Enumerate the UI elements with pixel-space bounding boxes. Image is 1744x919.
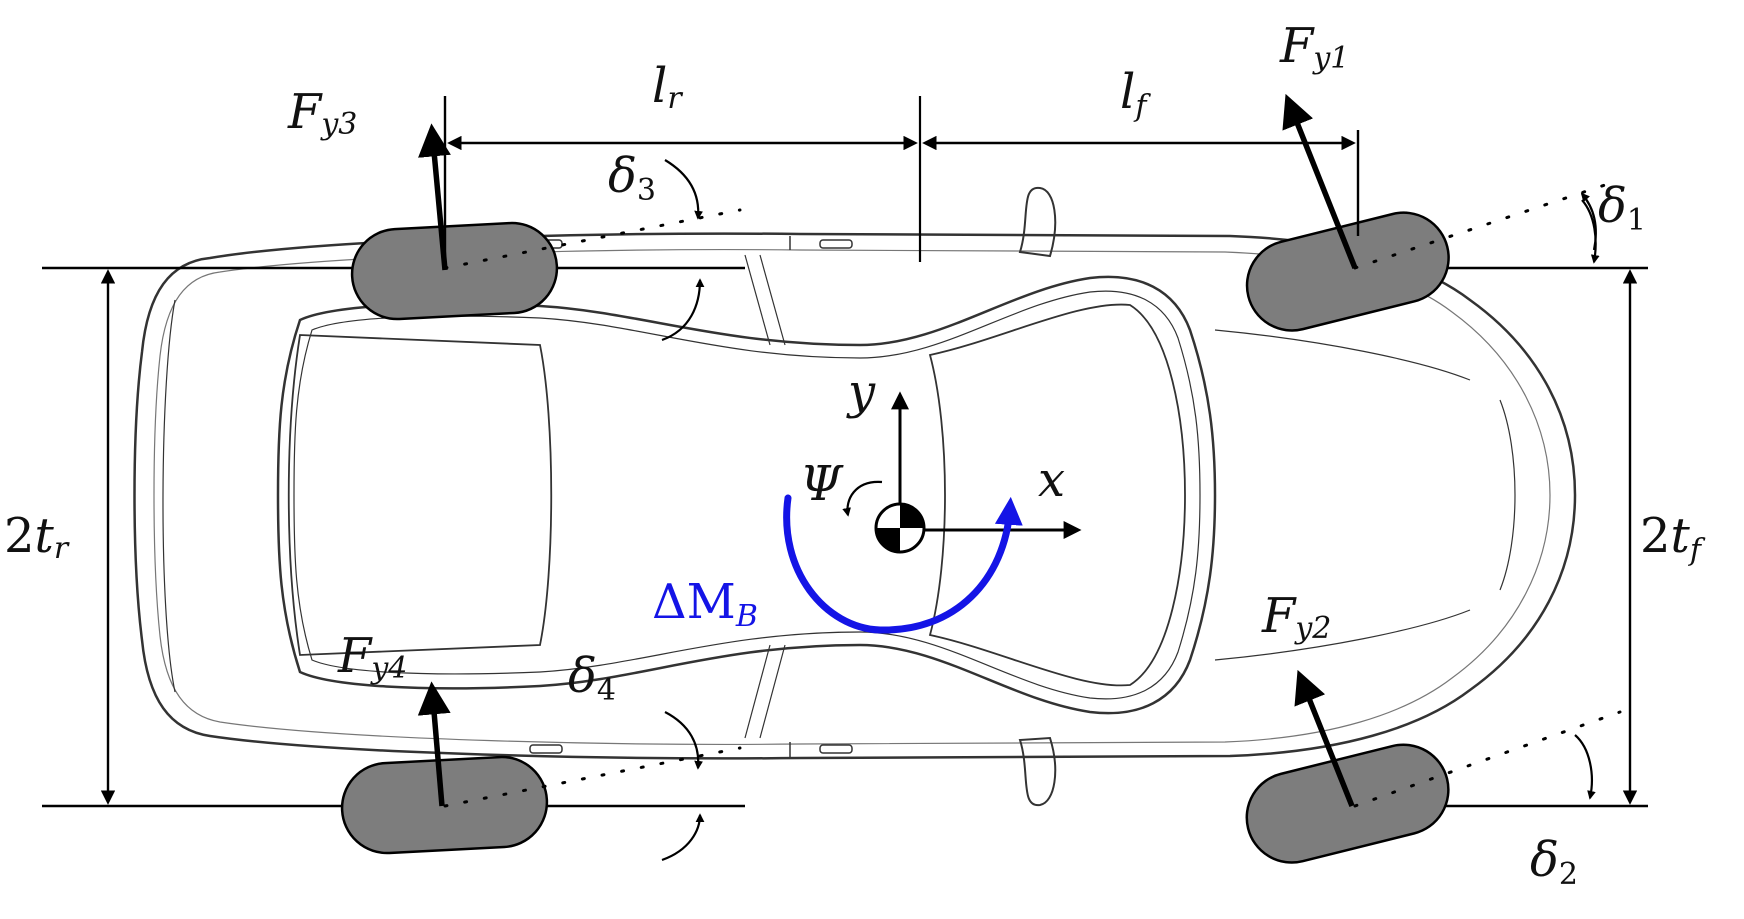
steer-angle-arrows xyxy=(661,159,1600,862)
label-delta2: δ2 xyxy=(1530,832,1578,892)
label-lr: lr xyxy=(652,58,683,116)
label-fy3: Fy3 xyxy=(287,84,357,142)
label-2tr: 2tr xyxy=(4,508,70,566)
label-fy2: Fy2 xyxy=(1261,588,1331,646)
label-fy1: Fy1 xyxy=(1279,18,1349,76)
label-delta1: δ1 xyxy=(1598,178,1646,238)
force-arrow-fy4 xyxy=(417,681,451,807)
tire-front-right xyxy=(1245,743,1450,864)
label-delta3: δ3 xyxy=(608,148,656,208)
label-2tf: 2tf xyxy=(1640,508,1706,568)
mirror-right xyxy=(1018,736,1057,807)
label-y-axis: y xyxy=(846,364,876,420)
mirror-left xyxy=(1018,186,1057,258)
force-arrow-fy1 xyxy=(1282,93,1358,270)
tire-rear-left xyxy=(350,221,559,321)
label-yaw-moment: ΔMB xyxy=(652,574,758,634)
rear-window xyxy=(287,334,553,656)
dimension-lines xyxy=(100,96,1638,805)
label-fy4: Fy4 xyxy=(337,628,407,686)
car-body xyxy=(133,186,1577,807)
windshield xyxy=(928,303,1186,687)
force-arrows xyxy=(417,93,1358,808)
label-yaw-angle: Ψ xyxy=(800,456,844,512)
force-arrow-fy3 xyxy=(418,123,451,271)
label-delta4: δ4 xyxy=(568,648,616,708)
tire-front-left xyxy=(1245,211,1450,332)
label-x-axis: x xyxy=(1038,452,1065,508)
wheel-direction-lines xyxy=(443,178,1622,808)
car-outline xyxy=(133,232,1577,760)
label-lf: lf xyxy=(1120,64,1151,124)
yaw-moment-arrow xyxy=(783,494,1023,634)
car-cabin xyxy=(276,275,1217,715)
force-arrow-fy2 xyxy=(1294,669,1355,808)
yaw-arrow xyxy=(842,480,883,517)
cg-symbol-icon xyxy=(874,502,926,554)
